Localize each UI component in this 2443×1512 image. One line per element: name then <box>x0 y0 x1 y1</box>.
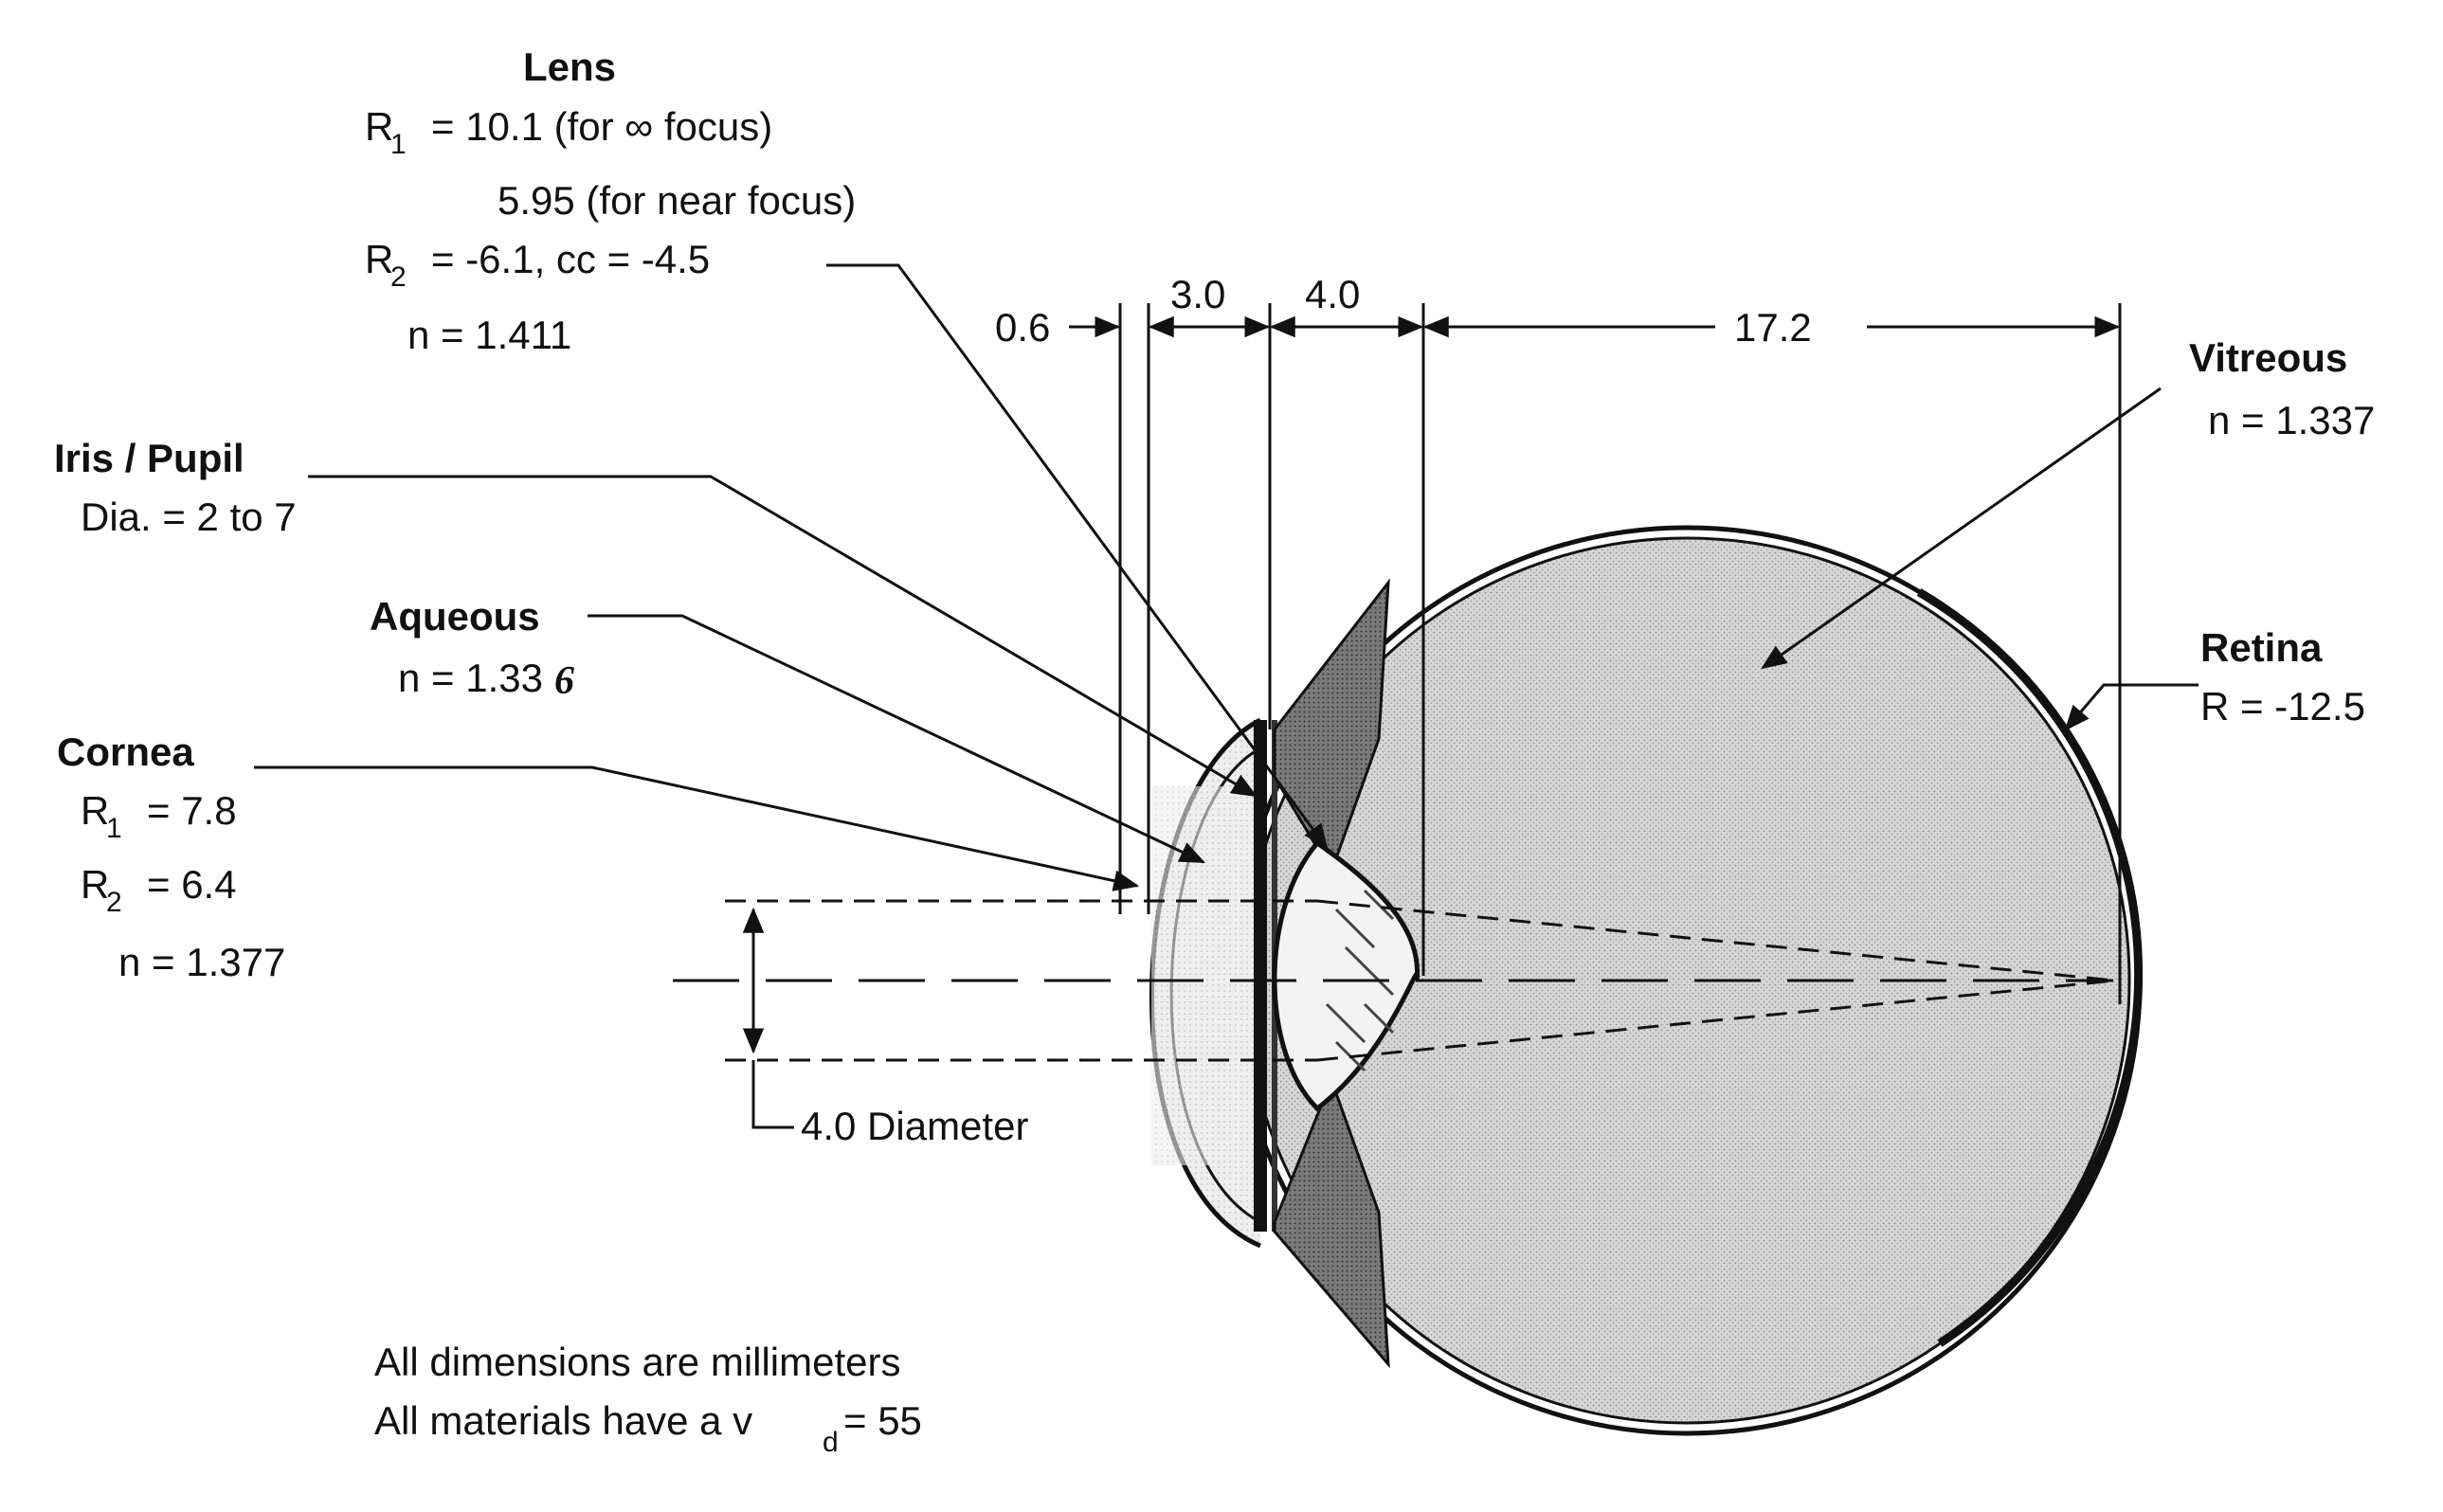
note-abbe-value: = 55 <box>843 1398 922 1443</box>
note-abbe-subscript: d <box>823 1427 839 1458</box>
lens-r1-symbol: R <box>365 104 393 149</box>
cornea-index: n = 1.377 <box>118 940 285 984</box>
ciliary-body-upper <box>1273 578 1390 875</box>
pupil-diameter-indicator <box>742 907 794 1129</box>
retina-radius: R = -12.5 <box>2200 684 2365 729</box>
lens-r2-value: = -6.1, cc = -4.5 <box>431 237 710 281</box>
lens-r2-subscript: 2 <box>390 261 407 293</box>
iris-label: Iris / Pupil Dia. = 2 to 7 <box>54 436 297 539</box>
lens-label: Lens R 1 = 10.1 (for ∞ focus) 5.95 (for … <box>365 45 856 357</box>
retina-leader <box>2064 683 2199 731</box>
vitreous-index: n = 1.337 <box>2208 398 2375 442</box>
eye-globe <box>1231 525 2144 1436</box>
dim-0.6-label: 0.6 <box>995 305 1050 350</box>
leader-lines <box>254 263 2199 891</box>
aqueous-chamber <box>1151 786 1265 1165</box>
cornea-label: Cornea R 1 = 7.8 R 2 = 6.4 n = 1.377 <box>57 729 285 984</box>
note-units: All dimensions are millimeters <box>374 1340 901 1384</box>
iris-leader <box>308 475 1258 798</box>
cornea-title: Cornea <box>57 729 194 774</box>
lens-title: Lens <box>523 45 616 89</box>
crystalline-lens <box>1272 839 1421 1112</box>
retina-layer <box>1916 588 2144 1347</box>
lens-index: n = 1.411 <box>407 313 571 357</box>
lens-leader <box>826 263 1329 850</box>
cornea-r1-subscript: 1 <box>106 813 122 844</box>
dimension-extension-lines <box>1118 303 2122 1004</box>
aqueous-title: Aqueous <box>370 594 540 639</box>
vitreous-label: Vitreous n = 1.337 <box>2189 335 2375 442</box>
lens-r2-symbol: R <box>365 237 393 281</box>
aqueous-index: n = 1.33 <box>398 656 543 700</box>
note-abbe-prefix: All materials have a v <box>374 1398 752 1443</box>
lens-r1-near: 5.95 (for near focus) <box>498 178 856 223</box>
dim-3.0-label: 3.0 <box>1170 272 1225 316</box>
dimension-labels: 0.6 3.0 4.0 17.2 4.0 Diameter <box>801 272 1812 1148</box>
aqueous-label: Aqueous n = 1.33 6 <box>370 594 574 703</box>
retina-title: Retina <box>2200 625 2323 670</box>
iris-diameter: Dia. = 2 to 7 <box>81 495 297 539</box>
optical-axis <box>673 899 2116 1062</box>
dim-17.2-label: 17.2 <box>1734 305 1812 350</box>
lens-r1-subscript: 1 <box>390 129 407 160</box>
aqueous-leader <box>588 614 1206 864</box>
cornea-r2-value: = 6.4 <box>147 862 237 907</box>
lens-r1-value: = 10.1 (for ∞ focus) <box>431 104 772 149</box>
iris-title: Iris / Pupil <box>54 436 244 480</box>
vitreous-title: Vitreous <box>2189 335 2347 380</box>
pupil-diameter-label: 4.0 Diameter <box>801 1104 1028 1148</box>
cornea-r2-subscript: 2 <box>106 887 122 918</box>
aqueous-index-correction: 6 <box>554 659 574 703</box>
retina-label: Retina R = -12.5 <box>2200 625 2365 729</box>
dim-4.0-label: 4.0 <box>1305 272 1360 316</box>
cornea-leader <box>254 765 1140 891</box>
cornea-r1-symbol: R <box>81 788 109 833</box>
vitreous-leader <box>1761 387 2162 670</box>
notes: All dimensions are millimeters All mater… <box>374 1340 922 1458</box>
cornea-r2-symbol: R <box>81 862 109 907</box>
cornea-r1-value: = 7.8 <box>147 788 237 833</box>
